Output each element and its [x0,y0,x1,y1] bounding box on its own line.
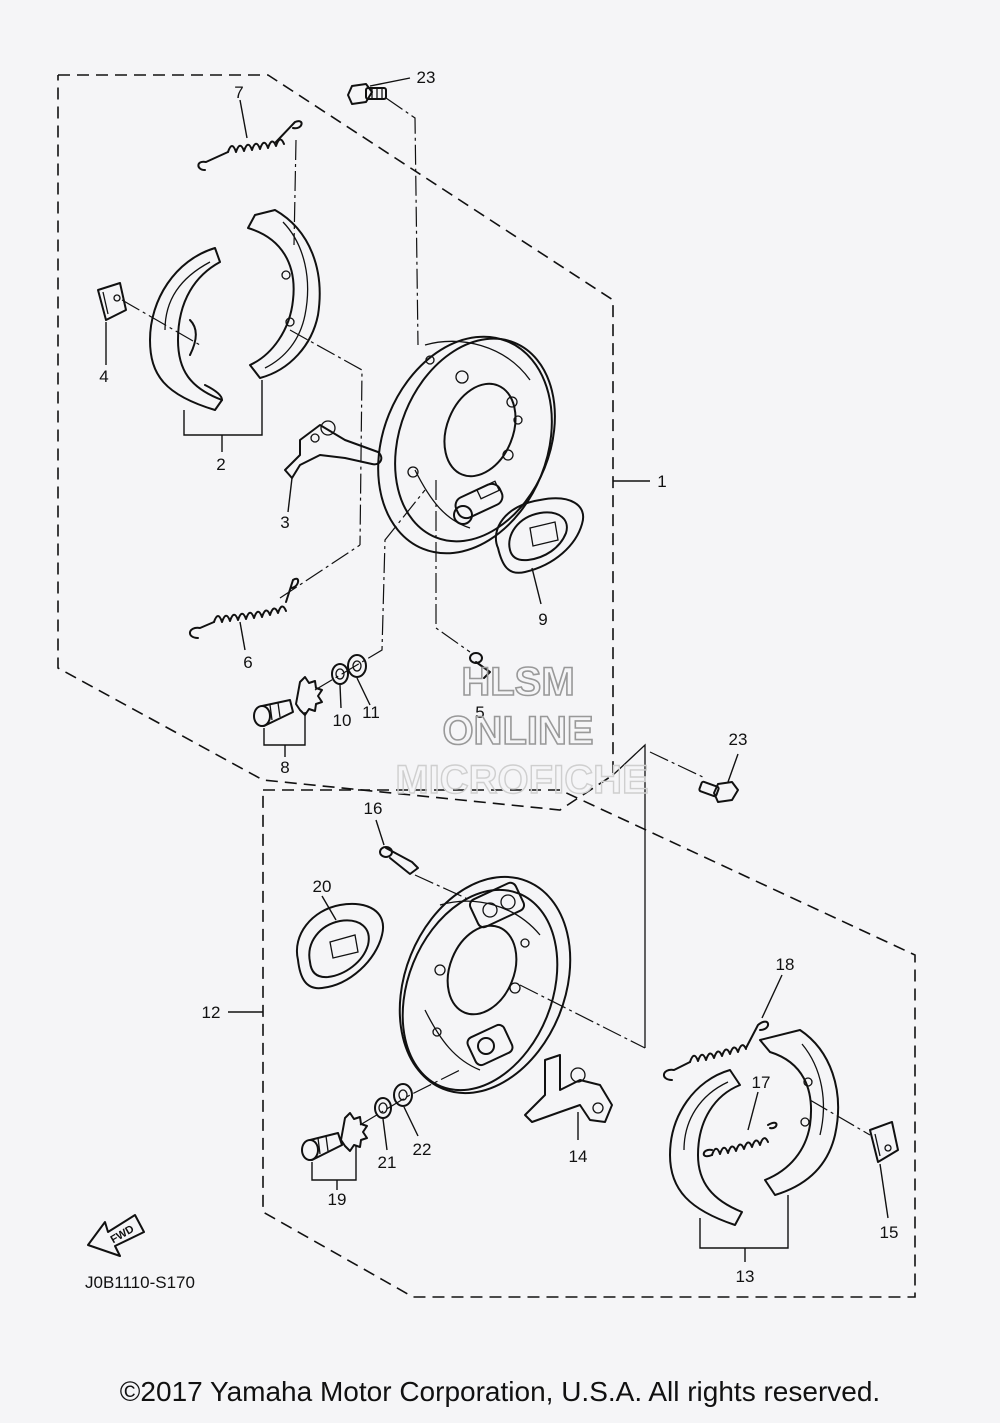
label-part-1: 1 [657,472,666,491]
clip-15 [809,1099,899,1219]
label-part-4: 4 [99,367,108,386]
label-part-20: 20 [313,877,332,896]
boot-20 [295,895,385,990]
bolt-23-lower [649,751,739,803]
label-part-5: 5 [475,703,484,722]
lever-14 [524,1054,613,1140]
label-part-7: 7 [234,83,243,102]
lower-assembly-frame [228,743,916,1298]
fwd-arrow-icon: FWD [87,1214,145,1257]
watermark-line-3: MICROFICHE [395,758,648,802]
spring-17 [702,1091,778,1158]
adjuster-19 [301,1069,461,1190]
washer-21 [374,1097,392,1151]
label-part-23-upper: 23 [417,68,436,87]
lever-3 [284,329,383,546]
label-part-15: 15 [880,1223,899,1242]
label-part-22: 22 [413,1140,432,1159]
label-part-2: 2 [216,455,225,474]
washer-22 [393,1083,419,1137]
watermark-line-1: HLSM [461,660,574,704]
label-part-9: 9 [538,610,547,629]
copyright-notice: ©2017 Yamaha Motor Corporation, U.S.A. A… [119,1376,881,1407]
part-labels: 1 2 3 4 5 6 7 8 9 10 11 23 12 13 14 15 1… [99,68,898,1286]
backing-plate-lower [398,875,646,1095]
label-part-14: 14 [569,1147,588,1166]
label-part-16: 16 [364,799,383,818]
brake-shoe-2-right [183,209,321,452]
label-part-10: 10 [333,711,352,730]
label-part-21: 21 [378,1153,397,1172]
drawing-code: J0B1110-S170 [85,1273,195,1292]
watermark: HLSM ONLINE MICROFICHE [395,659,650,803]
label-part-8: 8 [280,758,289,777]
spring-18 [663,974,783,1081]
brake-shoe-2-left [149,247,223,411]
backing-plate-upper [377,335,556,555]
boot-9 [494,497,585,605]
label-part-17: 17 [752,1073,771,1092]
washer-10 [331,663,349,709]
label-part-19: 19 [328,1190,347,1209]
watermark-line-2: ONLINE [442,709,593,753]
upper-assembly-frame [57,74,650,811]
label-part-6: 6 [243,653,252,672]
label-part-23-lower: 23 [729,730,748,749]
bolt-23-upper [347,77,419,346]
clip-4 [97,282,201,365]
brake-shoe-13-right [699,1029,839,1262]
bolt-5 [435,480,491,679]
pin-16 [375,819,471,901]
label-part-18: 18 [776,955,795,974]
spring-7 [197,99,303,246]
spring-6 [189,544,361,651]
brake-shoe-13-left [669,1069,743,1226]
label-part-11: 11 [362,703,380,722]
washer-11 [347,654,371,706]
label-part-12: 12 [202,1003,221,1022]
label-part-13: 13 [736,1267,755,1286]
label-part-3: 3 [280,513,289,532]
